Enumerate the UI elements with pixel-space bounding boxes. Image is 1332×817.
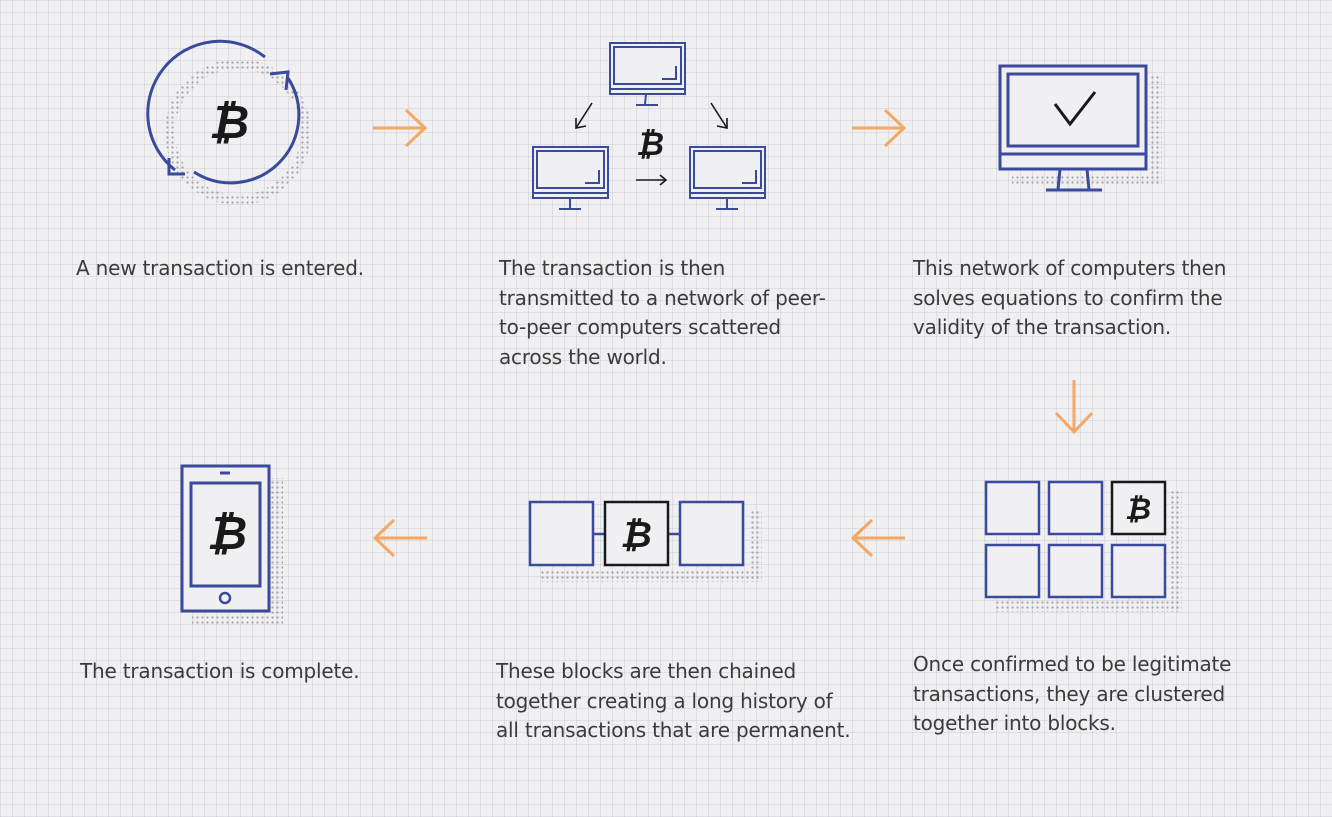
arrow-right-icon (852, 108, 907, 148)
cycle-shadow (165, 59, 311, 205)
cycle-arc-left (146, 39, 266, 172)
cycle-arc-right (193, 77, 301, 185)
bitcoin-symbol: ₿ (620, 515, 652, 556)
step-caption-new-transaction: A new transaction is entered. (76, 256, 364, 280)
computer-icon (689, 146, 766, 210)
phone-shadow (271, 478, 283, 626)
chain-shadow (750, 510, 762, 582)
cycle-arrowhead-bottom (167, 158, 185, 176)
monitor-shadow (1150, 74, 1162, 186)
phone-bitcoin-icon: ₿ (180, 464, 283, 626)
grid-shadow (1170, 490, 1182, 612)
step-caption-solves-equations: This network of computers then solves eq… (913, 256, 1227, 339)
computer-icon (532, 146, 609, 210)
step-caption-complete: The transaction is complete. (80, 659, 360, 683)
bitcoin-symbol: ₿ (207, 506, 247, 560)
bitcoin-symbol: ₿ (636, 125, 664, 163)
arrow-down-left-icon (575, 102, 593, 129)
arrow-right-icon (373, 108, 428, 148)
bitcoin-symbol: ₿ (209, 95, 249, 149)
arrow-right-small-icon (636, 174, 668, 186)
arrow-down-icon (1054, 380, 1094, 435)
bitcoin-cycle-icon: ₿ (146, 39, 311, 205)
monitor-checkmark-icon (998, 64, 1162, 192)
bitcoin-symbol: ₿ (1125, 492, 1151, 527)
block-grid-icon: ₿ (984, 480, 1182, 612)
arrow-left-icon (850, 518, 905, 558)
arrow-down-right-icon (710, 102, 728, 129)
arrow-left-icon (372, 518, 427, 558)
step-caption-transmitted: The transaction is then transmitted to a… (499, 256, 826, 369)
cycle-arrowhead-top (269, 70, 290, 91)
block-chain-icon: ₿ (528, 500, 762, 582)
checkmark-icon (1053, 91, 1097, 127)
computer-icon (609, 42, 686, 106)
step-caption-clustered-blocks: Once confirmed to be legitimate transact… (913, 652, 1232, 735)
step-caption-chained-blocks: These blocks are then chained together c… (496, 659, 851, 742)
peer-network-icon: ₿ (532, 42, 766, 210)
